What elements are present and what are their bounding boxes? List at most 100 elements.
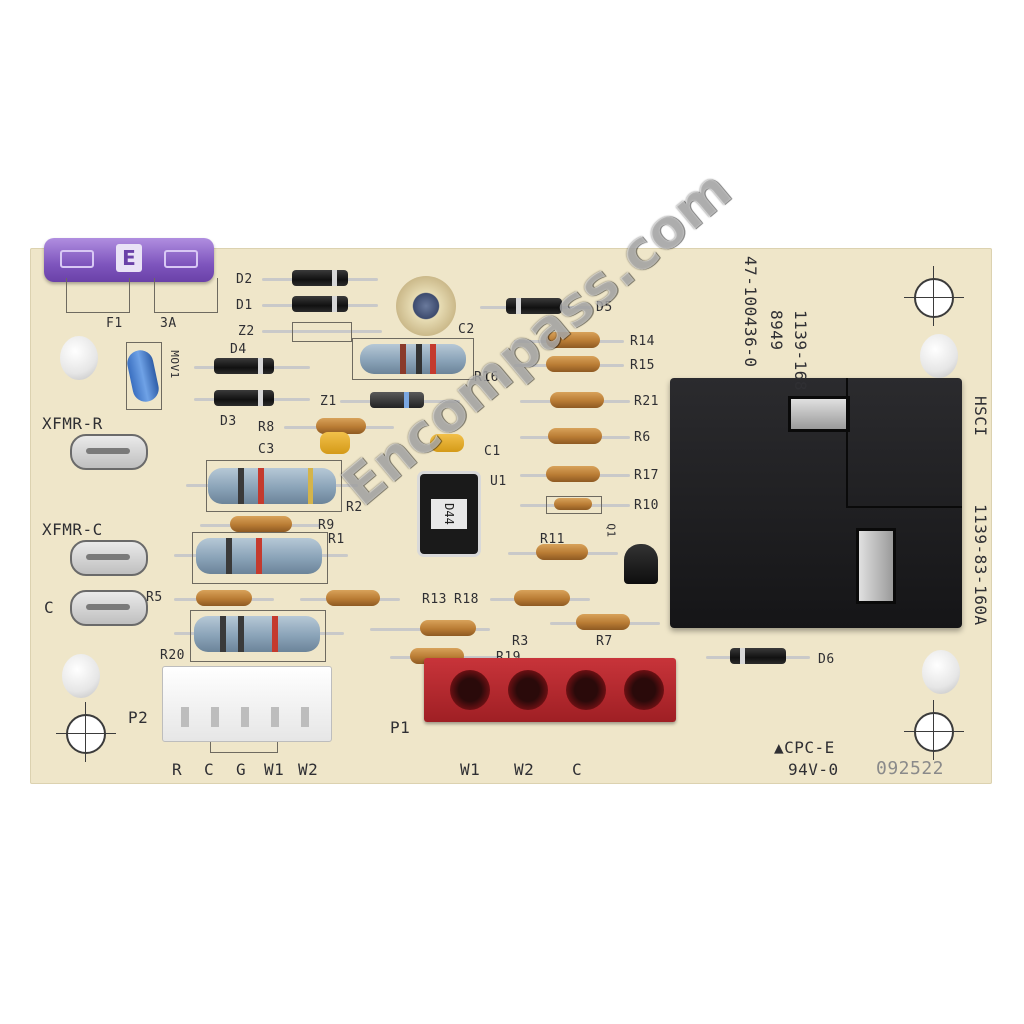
p2-pin-g: G [236, 760, 247, 779]
r10-outline [546, 496, 602, 514]
part-no-1: 1139-168 [791, 310, 810, 392]
r20-outline [190, 610, 326, 662]
resistor-r15 [546, 356, 600, 372]
standoff-top-right [920, 334, 958, 378]
label-d5: D5 [596, 300, 613, 315]
part-no-3: 47-100436-0 [741, 256, 760, 368]
resistor-r1 [196, 538, 322, 574]
mount-hole-bottom-left [66, 714, 106, 754]
fuse-label: E [116, 244, 142, 272]
diode-z1 [370, 392, 424, 408]
resistor-r20 [194, 616, 320, 652]
label-u1: U1 [490, 474, 507, 489]
capacitor-c3 [320, 432, 350, 454]
standoff-bottom-left [62, 654, 100, 698]
label-c-terminal: C [44, 598, 55, 617]
label-r13: R13 [422, 592, 447, 607]
connector-p2[interactable] [162, 666, 332, 742]
label-r15: R15 [630, 358, 655, 373]
label-r14: R14 [630, 334, 655, 349]
label-d2: D2 [236, 272, 253, 287]
label-r20: R20 [160, 648, 185, 663]
ic-label: D44 [431, 499, 467, 529]
mov1-outline [126, 342, 162, 410]
label-r18: R18 [454, 592, 479, 607]
label-r10: R10 [634, 498, 659, 513]
mount-hole-top-right [914, 278, 954, 318]
resistor-r6 [548, 428, 602, 444]
resistor-r7 [576, 614, 630, 630]
p2-pin-w1: W1 [264, 760, 285, 779]
label-r5: R5 [146, 590, 163, 605]
label-date-code: 092522 [876, 758, 945, 779]
terminal-xfmr-r[interactable] [70, 434, 148, 470]
z2-outline [292, 322, 352, 342]
label-d4: D4 [230, 342, 247, 357]
resistor-r5 [196, 590, 252, 606]
label-rev: 1139-83-160A [971, 504, 990, 626]
relay [670, 378, 962, 628]
p2-outline [210, 742, 278, 753]
label-r3: R3 [512, 634, 529, 649]
label-xfmr-c: XFMR-C [42, 520, 103, 539]
relay-terminal-top[interactable] [788, 396, 850, 432]
p2-pin-c: C [204, 760, 215, 779]
label-r6: R6 [634, 430, 651, 445]
label-c1: C1 [484, 444, 501, 459]
label-d3: D3 [220, 414, 237, 429]
label-cpc: ▲CPC-E [774, 738, 835, 757]
resistor-r21 [550, 392, 604, 408]
label-r11: R11 [540, 532, 565, 547]
circuit-board: E F1 3A MOV1 XFMR-R XFMR-C C D2 D1 Z2 C2… [30, 238, 992, 784]
fuse-f1: E [44, 238, 214, 282]
connector-p1[interactable] [424, 658, 676, 722]
label-r17: R17 [634, 468, 659, 483]
p2-pin-w2: W2 [298, 760, 319, 779]
resistor-r8 [316, 418, 366, 434]
label-r9: R9 [318, 518, 335, 533]
label-z2: Z2 [238, 324, 255, 339]
resistor-r3 [420, 620, 476, 636]
p2-pin-r: R [172, 760, 183, 779]
terminal-xfmr-c[interactable] [70, 540, 148, 576]
label-q1: Q1 [604, 523, 618, 538]
label-r16: R16 [474, 370, 499, 385]
label-z1: Z1 [320, 394, 337, 409]
label-mov1: MOV1 [167, 350, 181, 379]
resistor-r11 [536, 544, 588, 560]
crosshair [933, 700, 934, 760]
label-d1: D1 [236, 298, 253, 313]
resistor-r9 [230, 516, 292, 532]
capacitor-c2 [396, 276, 456, 336]
p1-pin-c: C [572, 760, 583, 779]
diode-d3 [214, 390, 274, 406]
label-c2: C2 [458, 322, 475, 337]
standoff-top-left [60, 336, 98, 380]
transistor-q1 [624, 544, 658, 584]
part-no-2: 8949 [767, 310, 786, 351]
label-r21: R21 [634, 394, 659, 409]
label-xfmr-r: XFMR-R [42, 414, 103, 433]
crosshair [85, 702, 86, 762]
crosshair [904, 297, 964, 298]
lead [262, 330, 382, 333]
diode-d4 [214, 358, 274, 374]
resistor-r18 [514, 590, 570, 606]
label-hsci: HSCI [971, 396, 990, 437]
diode-d2 [292, 270, 348, 286]
label-c3: C3 [258, 442, 275, 457]
label-fuse-rating: 3A [160, 316, 177, 331]
relay-terminal-side[interactable] [856, 528, 896, 604]
r1-outline [192, 532, 328, 584]
resistor-r16 [360, 344, 466, 374]
label-d6: D6 [818, 652, 835, 667]
crosshair [904, 731, 964, 732]
label-f1: F1 [106, 316, 123, 331]
terminal-c[interactable] [70, 590, 148, 626]
r2-outline [206, 460, 342, 512]
resistor-r2 [208, 468, 336, 504]
crosshair [56, 733, 116, 734]
resistor-r14 [546, 332, 600, 348]
p1-pin-w2: W2 [514, 760, 535, 779]
label-p2: P2 [128, 708, 149, 727]
